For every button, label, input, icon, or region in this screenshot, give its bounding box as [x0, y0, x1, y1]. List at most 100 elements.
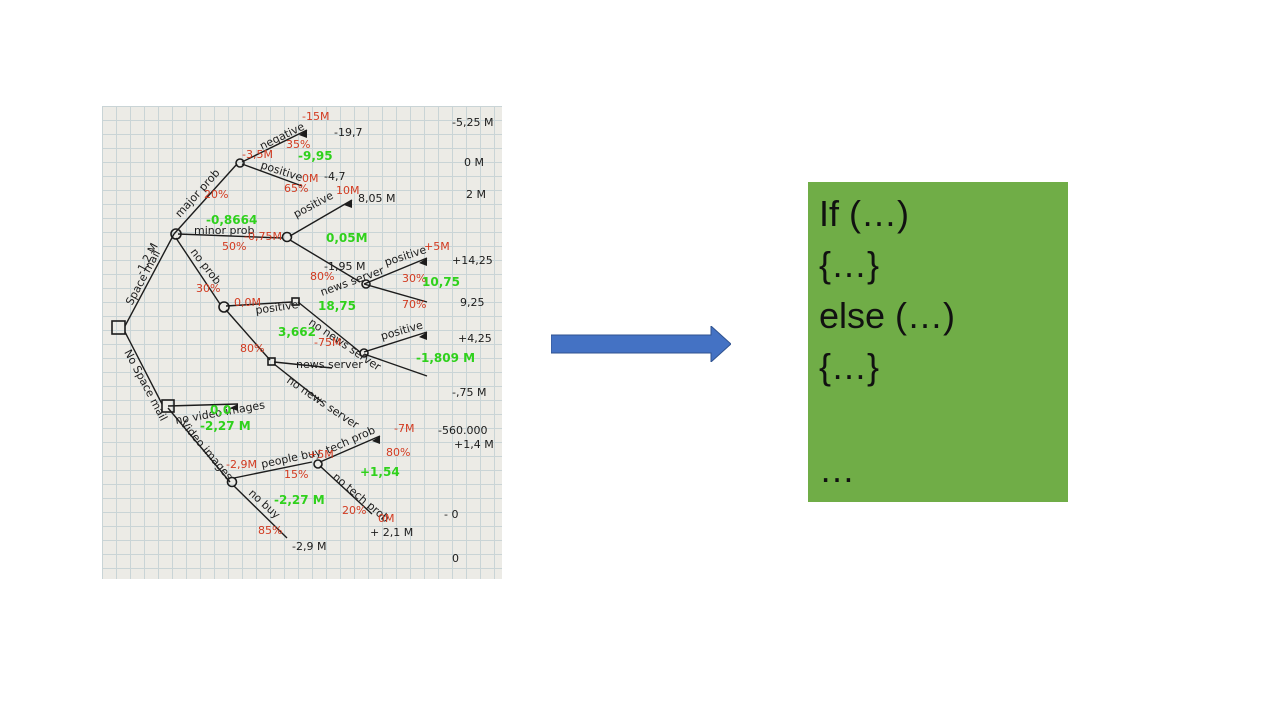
branch-label: positive	[255, 298, 300, 317]
expected-value-label: -9,95	[298, 149, 333, 163]
value-label: 2 M	[466, 188, 486, 201]
value-label: - 0	[444, 508, 458, 521]
edge-positive-1	[241, 163, 303, 187]
prob-label: 80%	[310, 270, 334, 283]
prob-label: 0,0M	[234, 296, 261, 309]
prob-label: 0M	[302, 172, 319, 185]
prob-label: +5M	[424, 240, 450, 253]
branch-label: positive	[379, 318, 424, 342]
expected-value-label: -2,27 M	[200, 419, 251, 433]
prob-label: 10M	[336, 184, 360, 197]
prob-label: -2,9M	[226, 458, 257, 471]
edge-negative-1	[241, 129, 308, 163]
right-arrow-icon	[551, 326, 731, 362]
root-decision-node	[111, 320, 126, 335]
decision-node-2	[291, 297, 300, 306]
prob-label: -75M	[314, 336, 341, 349]
branch-label: no news server	[284, 374, 361, 432]
prob-label: 65%	[284, 182, 308, 195]
code-line-3: else (…)	[819, 295, 956, 336]
expected-value-label: -0,8664	[206, 213, 257, 227]
prob-label: -15M	[302, 110, 329, 123]
value-label: -4,7	[324, 170, 345, 183]
chance-node-2	[235, 158, 245, 168]
expected-value-label: -2,27 M	[274, 493, 325, 507]
code-line-1: If (…)	[819, 193, 909, 234]
terminal-6	[372, 436, 380, 444]
code-line-2: {…}	[819, 244, 880, 285]
branch-label: no prob	[188, 246, 224, 287]
edge-no-video-images	[167, 403, 239, 407]
value-label: 0 M	[464, 156, 484, 169]
edge-video-images	[167, 407, 231, 483]
chance-node-6	[359, 348, 369, 358]
prob-label: 35%	[286, 138, 310, 151]
edge-news-server	[297, 301, 361, 353]
edge-no-news-server	[273, 363, 323, 403]
edge-people-buy	[233, 461, 313, 479]
prob-label: 80%	[240, 342, 264, 355]
prob-label: 15%	[284, 468, 308, 481]
prob-label: 30%	[196, 282, 220, 295]
prob-label: -0,75M	[244, 230, 282, 243]
prob-label: -3,5M	[242, 148, 273, 161]
terminal-5	[230, 404, 238, 411]
branch-label: news server	[296, 358, 363, 371]
prob-label: 80%	[386, 446, 410, 459]
terminal-1	[299, 130, 307, 138]
chance-node-1	[170, 228, 182, 240]
value-label: 0	[452, 552, 459, 565]
branch-label: positive	[383, 243, 428, 269]
value-label: -,75 M	[452, 386, 486, 399]
chance-node-5	[361, 279, 371, 289]
value-label: -19,7	[334, 126, 362, 139]
prob-label: 50%	[222, 240, 246, 253]
edge-major	[173, 163, 238, 235]
edge-negative-4	[225, 309, 271, 361]
edge-negative-5	[363, 353, 428, 377]
branch-label: minor prob	[194, 224, 254, 237]
chance-node-8	[313, 459, 323, 469]
prob-label: 20%	[204, 188, 228, 201]
terminal-4	[419, 332, 427, 340]
edge-negative-3	[363, 283, 428, 303]
expected-value-label: 10,75	[422, 275, 460, 289]
prob-label: 0M	[378, 512, 395, 525]
prob-label: 30%	[402, 272, 426, 285]
chance-node-7	[226, 476, 238, 488]
edge-no-buy	[233, 485, 288, 539]
value-label: -560.000	[438, 424, 487, 437]
code-line-4: {…}	[819, 346, 880, 387]
value-label: -1,95 M	[324, 260, 365, 273]
prob-label: +5M	[308, 448, 334, 461]
decision-tree-photo: -5,25 M 0 M 2 M -19,7 -4,7 8,05 M +14,25…	[102, 106, 502, 579]
terminal-2	[344, 200, 352, 208]
expected-value-label: 0,0	[210, 403, 231, 417]
decision-node-3	[267, 357, 276, 366]
chance-node-3	[281, 231, 293, 243]
edge-tech-prob	[319, 435, 381, 463]
edge-positive-5	[363, 331, 428, 353]
edge-negative-2	[289, 239, 361, 283]
expected-value-label: +1,54	[360, 465, 400, 479]
decision-node-4	[161, 399, 175, 413]
edge-space-mail	[124, 233, 175, 327]
edge-no-tech-prob	[319, 465, 373, 515]
value-label: -5,25 M	[452, 116, 493, 129]
value-label: 8,05 M	[358, 192, 395, 205]
prob-label: 20%	[342, 504, 366, 517]
decision-tree-sketch: -5,25 M 0 M 2 M -19,7 -4,7 8,05 M +14,25…	[111, 110, 494, 565]
value-label: + 2,1 M	[370, 526, 413, 539]
edge-positive-3	[363, 257, 428, 285]
value-label: +1,4 M	[454, 438, 494, 451]
code-box: If (…) {…} else (…) {…} …	[808, 182, 1068, 502]
edge-positive-2	[289, 199, 353, 237]
value-label: -2,9 M	[292, 540, 326, 553]
prob-label: 85%	[258, 524, 282, 537]
expected-value-label: 0,05M	[326, 231, 368, 245]
code-line-6: …	[819, 449, 855, 490]
chance-node-4	[218, 301, 230, 313]
edge-minor	[177, 233, 283, 239]
terminal-3	[419, 258, 427, 266]
expected-value-label: -1,809 M	[416, 351, 475, 365]
